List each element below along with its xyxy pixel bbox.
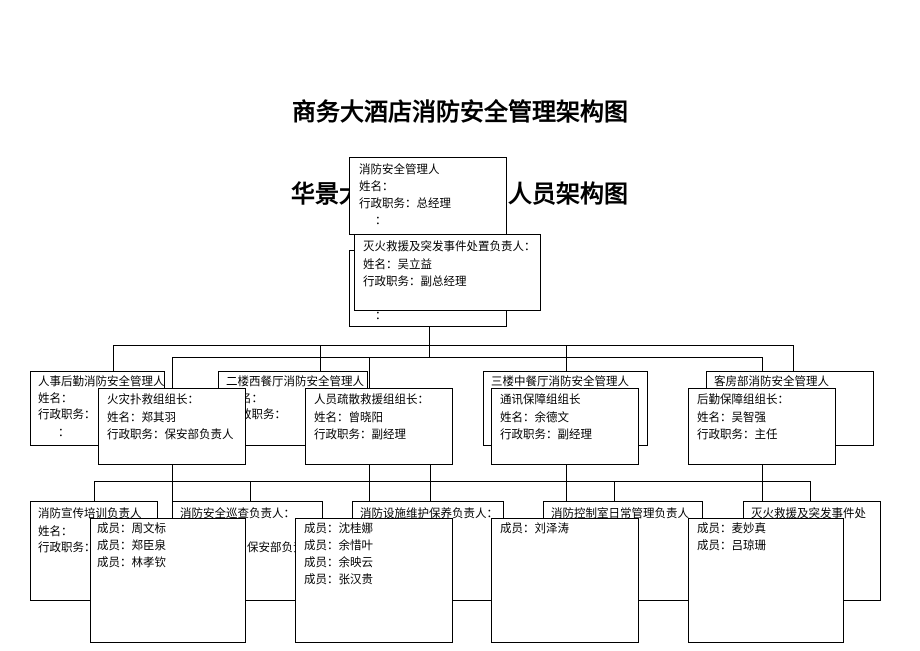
box-title: 火灾扑救组组长： (107, 394, 199, 406)
box-title: 后勤保障组组长： (697, 394, 789, 406)
connector-line (113, 345, 114, 371)
main-title: 商务大酒店消防安全管理架构图 (292, 99, 628, 126)
box-text-line: 政职务： (240, 409, 286, 421)
box-title: 人事后勤消防安全管理人 (38, 376, 165, 388)
box-text-line: ： (375, 310, 387, 322)
fire-safety-manager-box: 消防安全管理人 姓名： 行政职务：总经理 ： (349, 157, 507, 235)
box-text-line: 成员：林孝钦 (97, 557, 166, 569)
connector-line (614, 481, 615, 501)
connector-line (94, 481, 95, 501)
box-text-line: 成员：麦妙真 (697, 523, 766, 535)
group-leader-box-logistics: 后勤保障组组长： 姓名：吴智强 行政职务：主任 (688, 388, 836, 465)
group-members-box-communication: 成员：刘泽涛 (491, 518, 639, 643)
box-title: 三楼中餐厅消防安全管理人 (491, 376, 629, 388)
box-text-line: ： (375, 215, 387, 227)
box-text-line: 成员：余惜叶 (304, 540, 373, 552)
connector-line (113, 345, 793, 346)
box-text-line: 姓名：余德文 (500, 411, 569, 424)
connector-line (172, 465, 173, 501)
box-title: 消防控制室日常管理负责人 (551, 508, 689, 520)
box-title: 灭火救援及突发事件处置负责人： (363, 241, 536, 253)
connector-line (172, 357, 173, 388)
box-title: 二楼西餐厅消防安全管理人 (226, 376, 364, 388)
group-members-box-evacuation: 成员：沈桂娜 成员：余惜叶 成员：余映云 成员：张汉贵 (295, 518, 453, 643)
connector-line (429, 311, 430, 357)
rescue-leader-box: 灭火救援及突发事件处置负责人： 姓名：吴立益 行政职务：副总经理 (354, 234, 541, 311)
box-text-line: 行政职务：副经理 (500, 429, 592, 441)
box-text-line: 姓名：吴智强 (697, 411, 766, 424)
connector-line (566, 465, 567, 501)
box-text-line: 姓名： (38, 525, 73, 538)
connector-line (320, 345, 321, 371)
box-text-line: 姓名：吴立益 (363, 258, 432, 271)
connector-line (793, 345, 794, 371)
box-text-line: 成员：刘泽涛 (500, 523, 569, 535)
connector-line (430, 481, 431, 501)
box-text-line: 成员：沈桂娜 (304, 523, 373, 535)
box-text-line: 行政职务：主任 (697, 429, 778, 441)
box-text-line: 成员：余映云 (304, 557, 373, 569)
connector-line (762, 465, 763, 501)
connector-line (250, 481, 251, 501)
box-text-line: 姓名：曾晓阳 (314, 411, 383, 424)
group-leader-box-evacuation: 人员疏散救援组组长： 姓名：曾晓阳 行政职务：副经理 (305, 388, 453, 465)
group-members-box-firefighting: 成员：周文标 成员：郑臣泉 成员：林孝钦 (90, 518, 246, 643)
box-text-line: 成员：郑臣泉 (97, 540, 166, 552)
box-title: 人员疏散救援组组长： (314, 394, 429, 406)
box-text-line: 姓名：郑其羽 (107, 411, 176, 424)
box-text-line: 行政职务： (38, 542, 96, 554)
box-text-line: 成员：周文标 (97, 523, 166, 535)
box-text-line: 行政职务：总经理 (359, 198, 451, 210)
box-text-line: 成员：张汉贵 (304, 574, 373, 586)
box-title: 通讯保障组组长 (500, 394, 581, 406)
box-text-line: 行政职务： (38, 409, 96, 421)
connector-line (810, 481, 811, 501)
box-text-line: ： (58, 426, 70, 439)
box-text-line: 姓名： (359, 181, 394, 193)
connector-line (369, 357, 370, 388)
group-leader-box-firefighting: 火灾扑救组组长： 姓名：郑其羽 行政职务：保安部负责人 (98, 388, 246, 465)
box-title: 客房部消防安全管理人 (714, 376, 829, 388)
box-title: 消防设施维护保养负责人： (360, 508, 498, 520)
box-text-line: 行政职务：保安部负责人 (107, 429, 234, 441)
box-text-line: 行政职务：副经理 (314, 429, 406, 441)
box-title: 消防安全巡查负责人： (180, 508, 295, 520)
connector-line (172, 357, 762, 358)
connector-line (430, 465, 431, 481)
box-text-line: 行政职务：副总经理 (363, 276, 467, 288)
connector-line (369, 465, 370, 501)
box-title: 消防宣传培训负责人 (38, 508, 142, 520)
box-title: 灭火救援及突发事件处 (751, 508, 866, 520)
box-text-line: 成员：吕琼珊 (697, 540, 766, 552)
group-members-box-logistics: 成员：麦妙真 成员：吕琼珊 (688, 518, 844, 643)
box-text-line: 姓名： (38, 392, 73, 405)
box-text-line: 保安部负责 (247, 542, 305, 554)
group-leader-box-communication: 通讯保障组组长 姓名：余德文 行政职务：副经理 (491, 388, 639, 465)
box-title: 消防安全管理人 (359, 164, 440, 176)
second-title-right: 人员架构图 (508, 181, 628, 208)
connector-line (94, 481, 810, 482)
